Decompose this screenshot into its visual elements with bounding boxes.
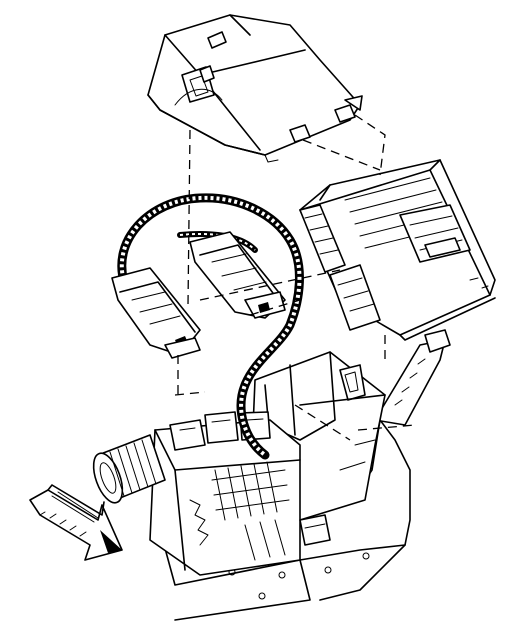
assembly-guide-lines [174,114,416,441]
module-cover [147,14,363,163]
harness-connector-center [189,231,286,319]
harness-connector-left [111,267,201,359]
tray-clip [339,364,366,401]
engine-control-module [299,159,496,341]
bolt-hole [258,592,266,600]
support-strap [374,329,451,426]
bolt-hole [324,566,332,574]
cover-slot [207,31,227,49]
corrugated-conduit [92,434,166,504]
bolt-hole [278,571,286,579]
fuse-relay-center [149,411,331,576]
bolt-hole [362,552,370,560]
direction-arrow-icon [29,484,123,561]
